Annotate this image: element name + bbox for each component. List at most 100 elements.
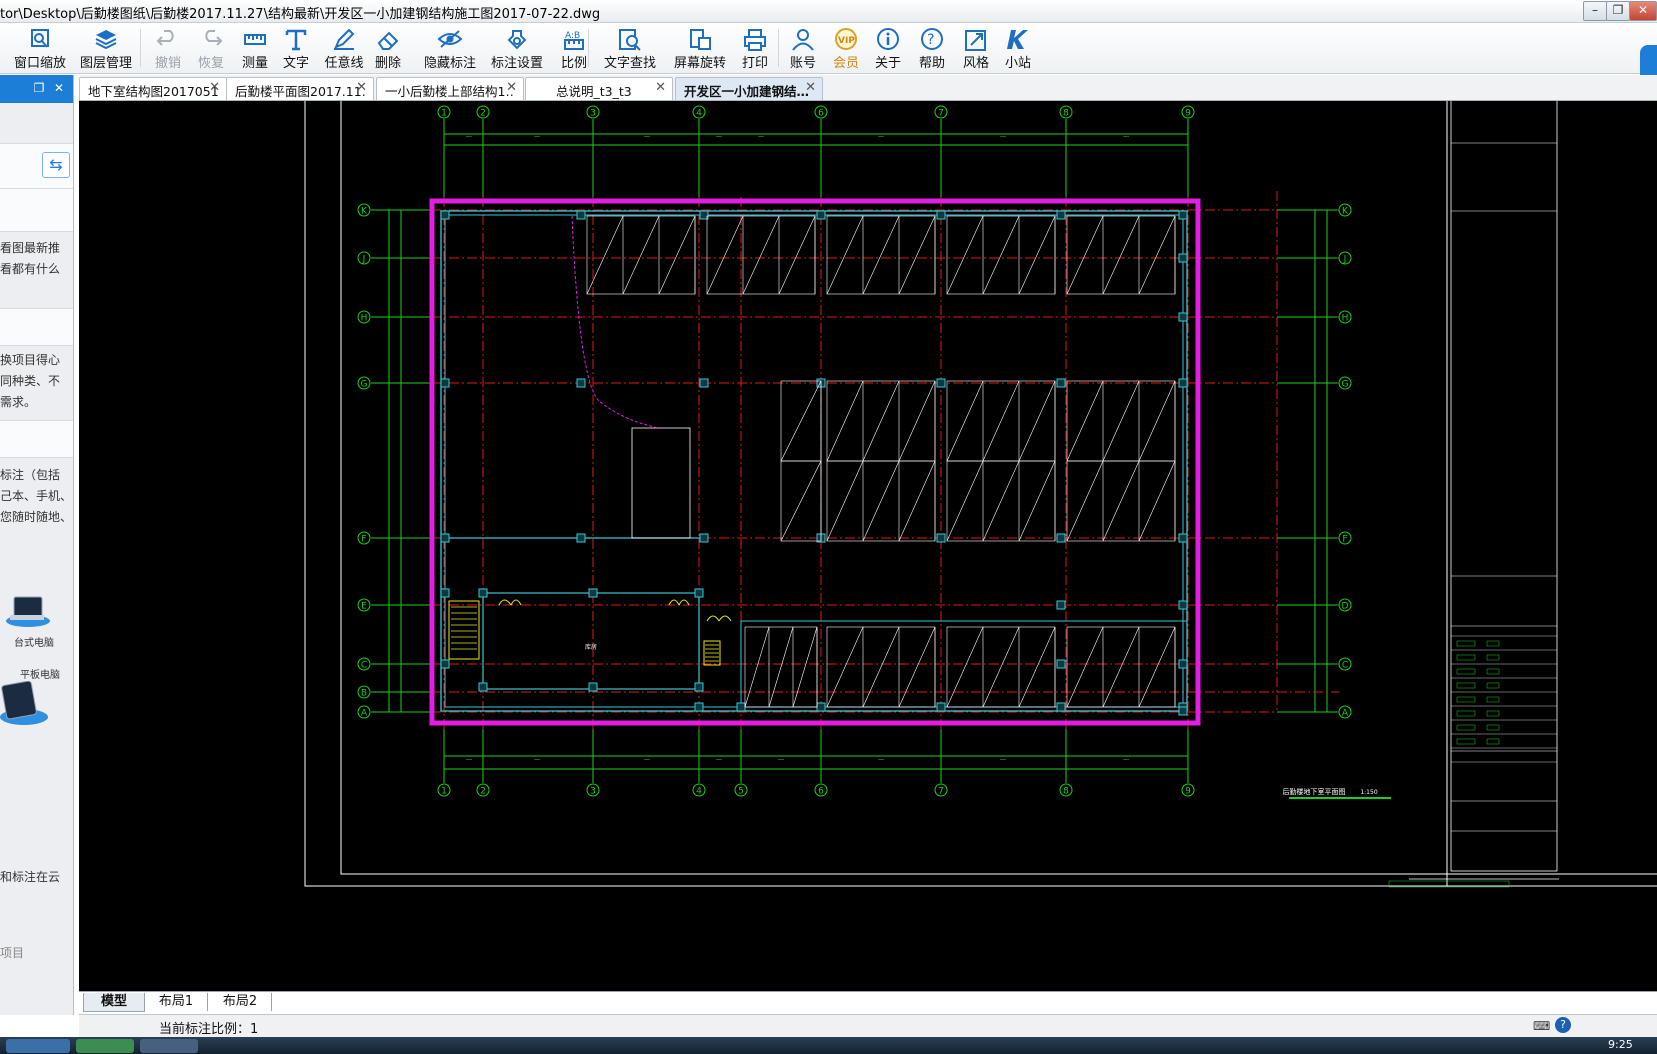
toolbar-settings-button[interactable]: 标注设置 (487, 25, 547, 71)
steel-column (1178, 253, 1188, 263)
promo-text-3: 标注（包括己本、手机、您随时随地、 (0, 468, 73, 524)
toolbar-help-button[interactable]: ?帮助 (914, 25, 950, 71)
grid-bubble-bottom (814, 783, 828, 797)
steel-column (694, 702, 704, 712)
layout-tab-2[interactable]: 布局2 (209, 993, 272, 1011)
tab-close-icon[interactable]: ✕ (655, 80, 666, 95)
eye-icon (437, 30, 463, 48)
info-icon (877, 28, 899, 50)
close-button[interactable]: ✕ (1629, 1, 1657, 21)
toolbar-eraser-button[interactable]: 删除 (370, 25, 406, 71)
document-tab[interactable]: 开发区一小加建钢结…✕ (675, 77, 823, 100)
door-swing (668, 599, 680, 606)
tb-cell (1456, 696, 1476, 703)
toolbar-scale-button[interactable]: A:B 比例 (556, 25, 592, 71)
maximize-button[interactable]: ❐ (1606, 1, 1630, 21)
taskbar-app-wechat[interactable] (76, 1039, 134, 1053)
document-tab[interactable]: 一小后勤楼上部结构1…✕ (376, 77, 524, 100)
sync-icon[interactable]: ⇆ (42, 152, 70, 178)
grid-bubble-left (357, 657, 371, 671)
toolbar-label: 标注设置 (490, 56, 543, 71)
help-circle-icon[interactable]: ? (1555, 1017, 1571, 1033)
toolbar-undo-button[interactable]: 撤销 (150, 25, 186, 71)
toolbar-find-text-button[interactable]: 文字查找 (600, 25, 660, 71)
steel-column (694, 682, 704, 692)
layout-tab-1[interactable]: 布局1 (145, 993, 208, 1011)
toolbar-redo-button[interactable]: 恢复 (193, 25, 229, 71)
toolbar-style-button[interactable]: 风格 (958, 25, 994, 71)
truss-diagonal (1138, 215, 1176, 295)
toolbar-user-button[interactable]: 账号 (785, 25, 821, 71)
tab-close-icon[interactable]: ✕ (506, 80, 517, 95)
scale-status: 当前标注比例：1 (159, 1022, 259, 1037)
toolbar-label: 风格 (962, 56, 989, 71)
promo-text-1: 看图最新推看都有什么 (0, 241, 61, 276)
restore-icon[interactable]: ❐ (33, 81, 45, 95)
document-tab[interactable]: 地下室结构图2017051…✕ (79, 77, 227, 100)
document-tab[interactable]: 后勤楼平面图2017.11.1(✕ (226, 77, 374, 100)
steel-column (816, 210, 826, 220)
toolbar-zoom-window-button[interactable]: 窗口缩放 (12, 25, 68, 71)
tab-close-icon[interactable]: ✕ (209, 80, 220, 95)
truss-diagonal (1018, 380, 1056, 462)
stair-left (448, 600, 480, 660)
grid-bubble-bottom (1181, 783, 1195, 797)
dim-text: ---- (716, 134, 722, 139)
toolbar-ruler-button[interactable]: 测量 (237, 25, 273, 71)
grid-label-right: C (1342, 661, 1348, 671)
document-tab[interactable]: 总说明_t3_t3✕ (525, 77, 673, 100)
start-button[interactable] (6, 1039, 70, 1053)
steel-column (440, 533, 450, 543)
grid-label-bottom: 7 (938, 787, 944, 797)
room-wall-lower (740, 620, 1188, 712)
grid-bubble-right (1338, 657, 1352, 671)
steel-column (1178, 378, 1188, 388)
toolbar-site-button[interactable]: 小站 (1000, 25, 1036, 71)
grid-label-bottom: 4 (696, 787, 702, 797)
svg-text:A:B: A:B (565, 31, 580, 41)
tab-close-icon[interactable]: ✕ (805, 80, 816, 95)
keyboard-icon[interactable]: ⌨ (1533, 1019, 1551, 1033)
minimize-button[interactable]: – (1583, 1, 1607, 21)
truss-diagonal (1018, 215, 1056, 295)
layout-tab-model[interactable]: 模型 (83, 993, 145, 1012)
tb-cell (1456, 682, 1476, 689)
toolbar-eye-button[interactable]: 隐藏标注 (420, 25, 480, 71)
steel-column (1178, 210, 1188, 220)
tab-label: 开发区一小加建钢结… (684, 84, 810, 99)
truss-diagonal (982, 215, 1020, 295)
truss-diagonal (946, 215, 984, 295)
toolbar-text-button[interactable]: 文字 (278, 25, 314, 71)
panel-card-3 (0, 420, 73, 458)
ruler-icon (244, 34, 266, 45)
zoom-window-icon (31, 29, 49, 48)
taskbar-app-cad[interactable] (140, 1039, 198, 1053)
toolbar-layers-button[interactable]: 图层管理 (78, 25, 134, 71)
settings-icon (507, 30, 527, 50)
tb-cell (1456, 724, 1476, 731)
desktop-computer-icon (4, 595, 50, 627)
tab-close-icon[interactable]: ✕ (356, 80, 367, 95)
steel-column (699, 533, 709, 543)
toolbar-printer-button[interactable]: 打印 (737, 25, 773, 71)
grid-label-bottom: 1 (441, 787, 447, 797)
grid-label-left: G (361, 380, 368, 390)
truss-diagonal (792, 626, 818, 708)
toolbar-label: 比例 (560, 56, 587, 71)
steel-column (736, 702, 746, 712)
toolbar-pen-button[interactable]: 任意线 (322, 25, 366, 71)
toolbar-rotate-screen-button[interactable]: 屏幕旋转 (670, 25, 730, 71)
steel-column (1178, 312, 1188, 322)
steel-column (816, 702, 826, 712)
room-label: 库房 (585, 643, 597, 651)
toolbar-info-button[interactable]: 关于 (870, 25, 906, 71)
door-swing (678, 599, 690, 606)
grid-bubble-right (1338, 531, 1352, 545)
text-icon (285, 29, 307, 51)
close-icon[interactable]: ✕ (53, 81, 65, 95)
toolbar-label: 文字 (282, 56, 309, 71)
grid-label-left: K (361, 207, 368, 217)
